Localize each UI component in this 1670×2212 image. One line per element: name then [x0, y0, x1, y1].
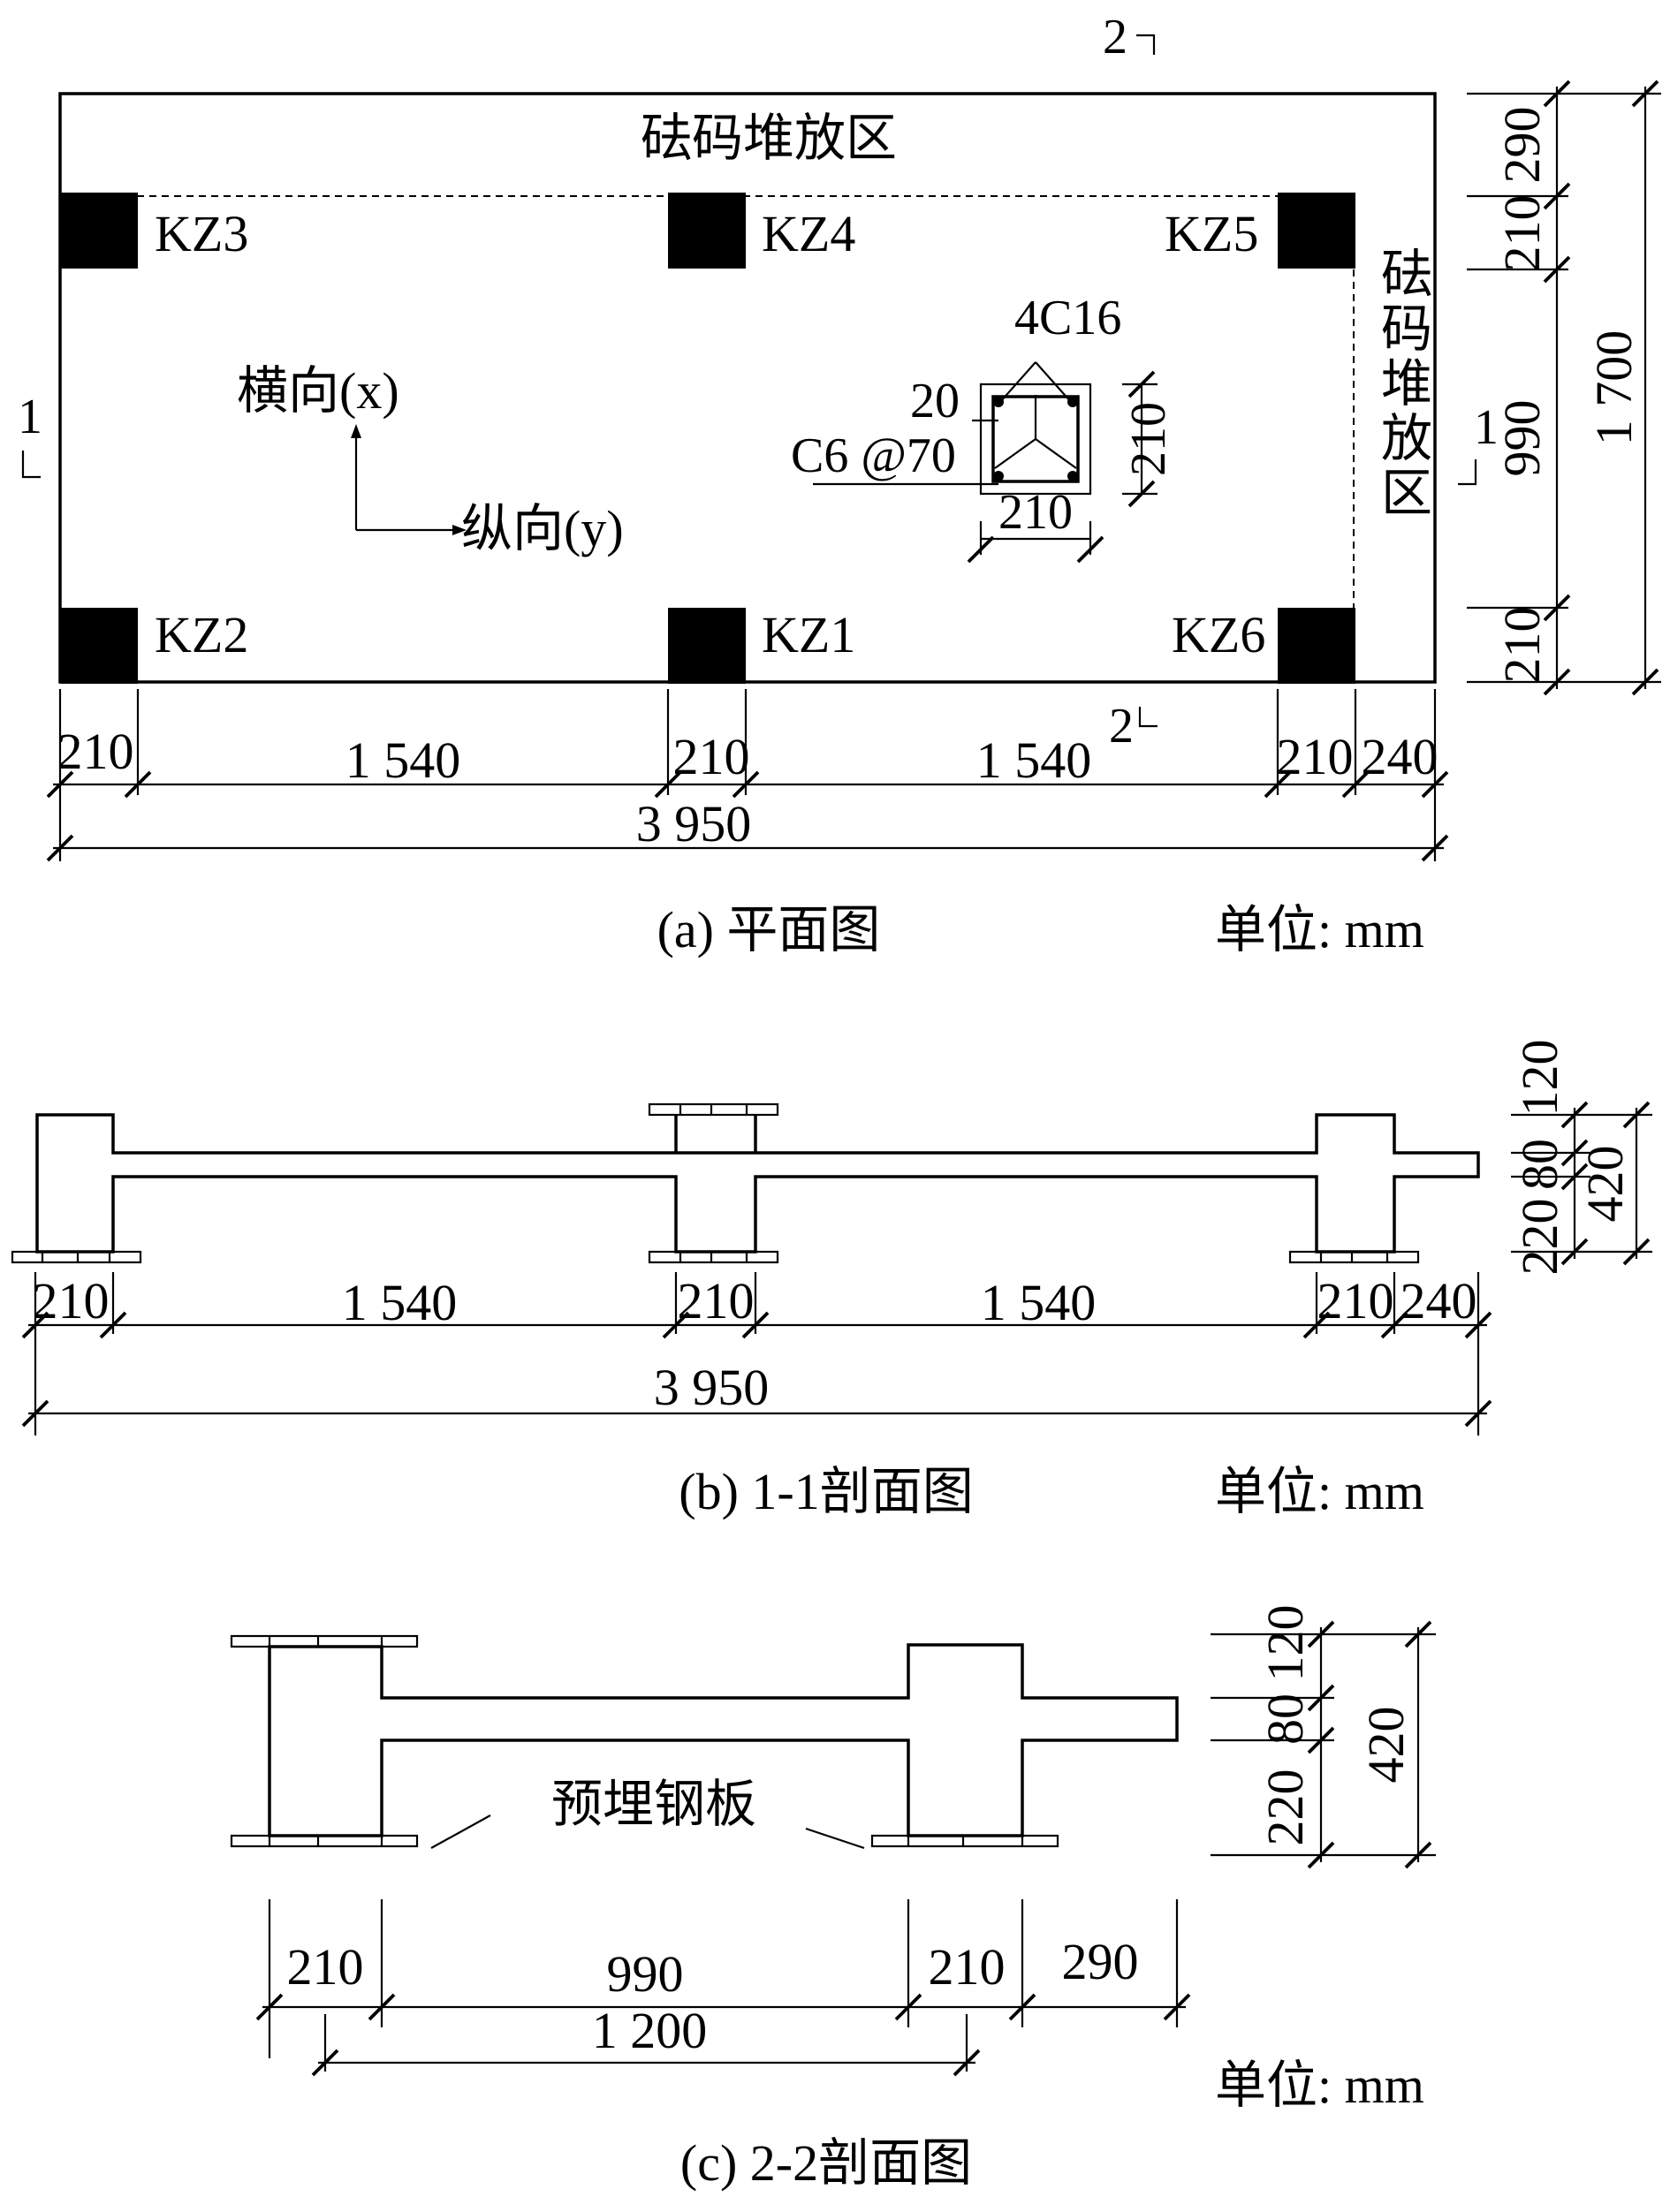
plan-outline [58, 92, 1437, 684]
label-kz5: KZ5 [1165, 205, 1258, 262]
detail-width-label: 210 [998, 485, 1073, 540]
rebar-label: 4C16 [1014, 291, 1121, 345]
svg-text:1: 1 [1474, 400, 1499, 455]
caption-plan: (a) 平面图 [657, 901, 881, 958]
cover-label: 20 [910, 374, 960, 428]
svg-text:1 540: 1 540 [342, 1274, 458, 1331]
section-2-2-bottom-dimensions: 210 990 210 290 1 200 [255, 1899, 1191, 2077]
plan-bottom-dimensions: 210 1 540 210 1 540 210 240 3 950 [46, 689, 1449, 862]
svg-text:240: 240 [1362, 728, 1438, 785]
column-kz2 [60, 608, 138, 684]
svg-text:290: 290 [1062, 1933, 1139, 1990]
svg-text:区: 区 [1381, 465, 1432, 522]
svg-text:290: 290 [1493, 107, 1551, 184]
arrow-right-icon [452, 525, 467, 535]
axis-y-label: 纵向(y) [461, 500, 624, 557]
section-1-1-outline [35, 1113, 1480, 1254]
section-1-1-bottom-dimensions: 210 1 540 210 1 540 210 240 3 950 [21, 1272, 1492, 1436]
svg-text:210: 210 [1277, 728, 1354, 785]
unit-section-1-1: 单位: mm [1215, 1463, 1424, 1520]
unit-plan: 单位: mm [1215, 901, 1424, 958]
svg-text:120: 120 [1511, 1040, 1568, 1117]
plan-view: 砝码堆放区 砝 码 堆 放 区 KZ3 KZ4 KZ5 KZ2 KZ1 KZ6 … [18, 10, 1661, 958]
svg-text:210: 210 [1317, 1272, 1394, 1329]
svg-text:1 540: 1 540 [345, 731, 461, 789]
embedded-plate-label: 预埋钢板 [551, 1776, 756, 1833]
svg-text:1 700: 1 700 [1585, 330, 1643, 446]
section-mark-1-right: 1 [1458, 400, 1499, 486]
svg-text:2: 2 [1109, 699, 1134, 754]
label-kz3: KZ3 [155, 205, 248, 262]
svg-text:2: 2 [1103, 10, 1127, 64]
detail-depth-label: 210 [1121, 402, 1176, 476]
load-area-label-top: 砝码堆放区 [641, 110, 897, 167]
leader-line-right [805, 1827, 865, 1850]
column-kz6 [1278, 608, 1355, 684]
svg-text:210: 210 [57, 723, 134, 780]
svg-text:放: 放 [1381, 410, 1432, 467]
svg-text:1 200: 1 200 [592, 2002, 708, 2059]
svg-text:3 950: 3 950 [654, 1359, 770, 1416]
steel-plate [1288, 1250, 1420, 1264]
svg-text:码: 码 [1381, 300, 1432, 358]
section-mark-2-bottom: 2 [1109, 699, 1158, 754]
steel-plate [230, 1834, 419, 1848]
svg-text:砝: 砝 [1381, 246, 1432, 303]
section-2-2-outline [268, 1643, 1179, 1837]
steel-plate [230, 1634, 419, 1648]
svg-text:210: 210 [33, 1272, 110, 1329]
column-kz1 [668, 608, 746, 684]
axis-indicator: 横向(x) 纵向(y) [237, 362, 624, 557]
caption-section-2-2: (c) 2-2剖面图 [680, 2134, 972, 2192]
section-2-2-right-dimensions: 120 80 220 420 [1211, 1605, 1436, 1869]
unit-section-2-2: 单位: mm [1215, 2057, 1424, 2114]
column-section-detail: 4C16 20 C6 @70 210 210 [791, 291, 1176, 564]
caption-section-1-1: (b) 1-1剖面图 [679, 1463, 973, 1520]
svg-text:220: 220 [1256, 1769, 1314, 1846]
svg-text:210: 210 [673, 728, 750, 785]
svg-text:220: 220 [1511, 1199, 1568, 1276]
svg-text:990: 990 [607, 1945, 684, 2003]
svg-text:堆: 堆 [1381, 355, 1432, 413]
svg-text:1: 1 [18, 390, 42, 444]
steel-plate [870, 1834, 1059, 1848]
section-1-1: 210 1 540 210 1 540 210 240 3 950 120 80… [11, 1040, 1652, 1520]
svg-text:420: 420 [1576, 1146, 1634, 1223]
svg-text:210: 210 [287, 1938, 364, 1996]
svg-text:210: 210 [678, 1272, 755, 1329]
axis-x-label: 横向(x) [237, 362, 399, 420]
svg-text:80: 80 [1511, 1139, 1568, 1190]
svg-text:120: 120 [1256, 1605, 1314, 1682]
steel-plate [11, 1250, 142, 1264]
svg-text:1 540: 1 540 [976, 731, 1092, 789]
svg-text:80: 80 [1256, 1693, 1314, 1745]
svg-text:210: 210 [1493, 607, 1551, 684]
section-1-1-right-dimensions: 120 80 220 420 [1511, 1040, 1652, 1276]
plan-right-dimensions: 290 210 990 210 1 700 [1467, 80, 1661, 696]
arrow-up-icon [351, 424, 361, 438]
load-area-label-side: 砝 码 堆 放 区 [1381, 246, 1432, 522]
svg-text:3 950: 3 950 [636, 795, 752, 852]
svg-text:210: 210 [929, 1938, 1006, 1996]
svg-text:990: 990 [1493, 400, 1551, 477]
steel-plate [648, 1250, 779, 1264]
svg-text:1 540: 1 540 [981, 1274, 1097, 1331]
label-kz6: KZ6 [1172, 606, 1265, 663]
svg-text:240: 240 [1401, 1272, 1477, 1329]
column-kz3 [60, 193, 138, 269]
column-kz5 [1278, 193, 1355, 269]
column-kz4 [668, 193, 746, 269]
section-2-2: 预埋钢板 210 990 210 290 1 200 [230, 1605, 1436, 2192]
label-kz1: KZ1 [762, 606, 855, 663]
label-kz4: KZ4 [762, 205, 855, 262]
section-mark-2-top: 2 [1103, 10, 1156, 64]
steel-plate [648, 1102, 779, 1117]
svg-text:210: 210 [1493, 195, 1551, 272]
section-mark-1-left: 1 [18, 390, 42, 479]
label-kz2: KZ2 [155, 606, 248, 663]
leader-line-left [430, 1814, 491, 1849]
svg-text:420: 420 [1357, 1707, 1415, 1784]
stirrup-label: C6 @70 [791, 428, 956, 483]
